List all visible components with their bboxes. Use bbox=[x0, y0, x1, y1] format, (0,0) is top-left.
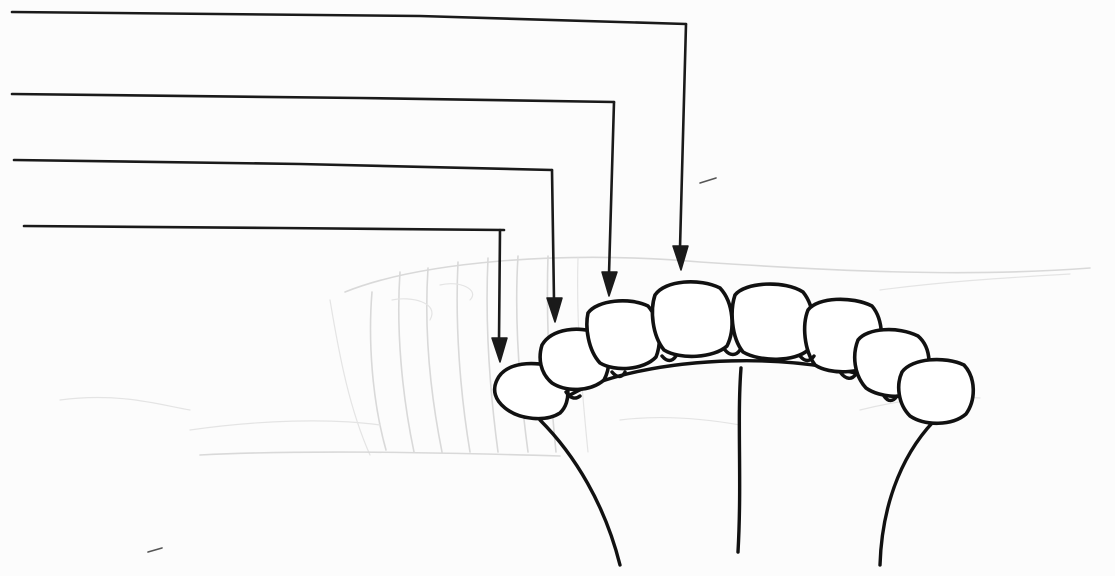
leader-4 bbox=[24, 226, 507, 362]
leader-1 bbox=[12, 12, 688, 270]
leader-lines bbox=[12, 12, 688, 362]
tooth-5 bbox=[732, 284, 813, 359]
tooth-4 bbox=[652, 282, 732, 357]
tooth-arch bbox=[495, 282, 974, 423]
leader-2 bbox=[12, 94, 617, 296]
tooth-3 bbox=[587, 301, 659, 369]
tooth-8 bbox=[899, 360, 974, 424]
midline bbox=[738, 368, 741, 552]
leader-3 bbox=[14, 160, 562, 322]
